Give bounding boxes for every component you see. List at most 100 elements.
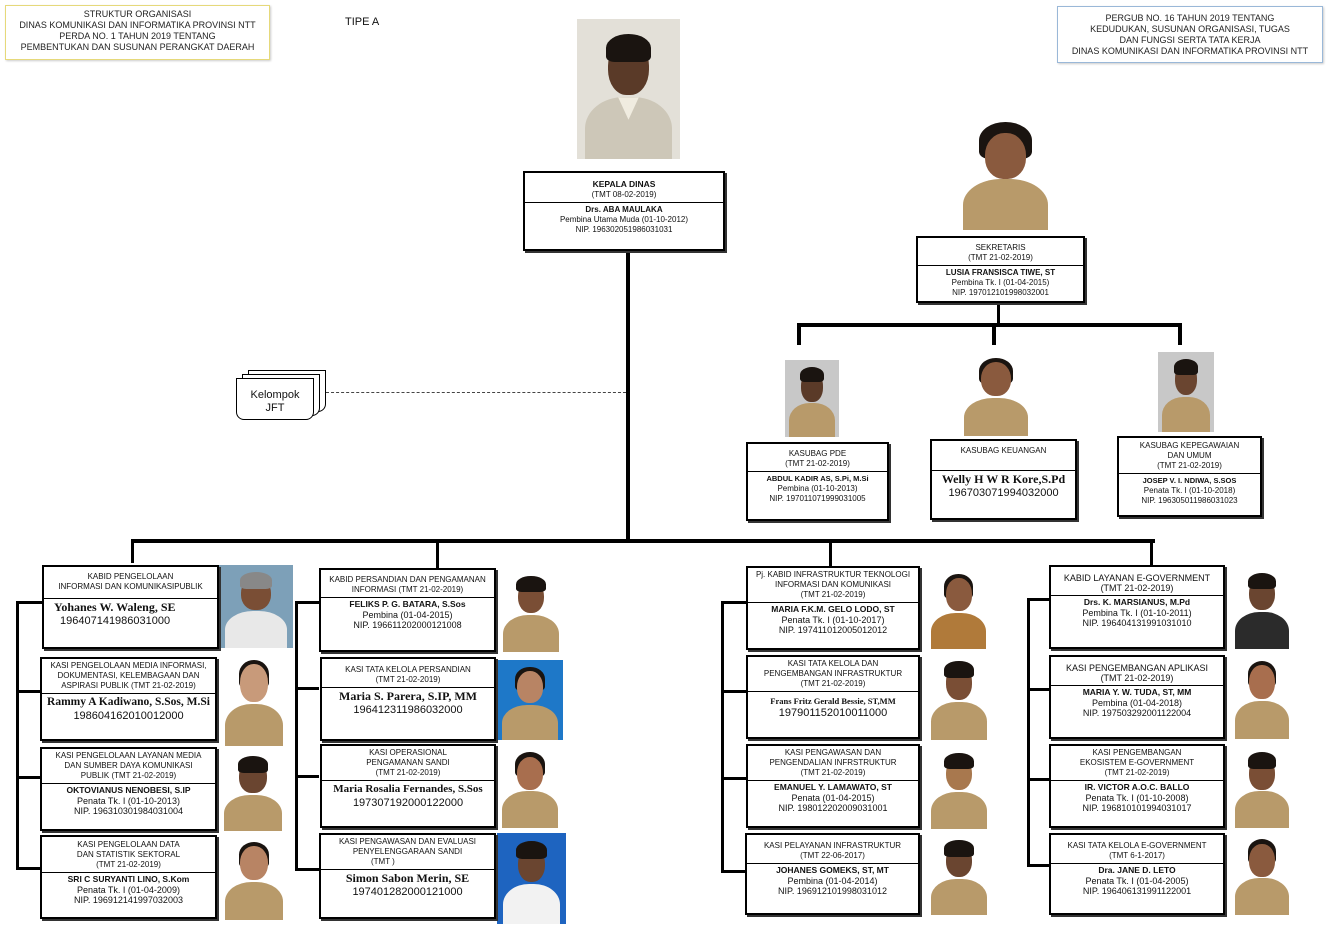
col4-kabid-title-2: (TMT 21-02-2019) <box>1100 583 1174 593</box>
photo-col2-2 <box>497 660 563 740</box>
col4-kasi-2-title-3: (TMT 21-02-2019) <box>1104 768 1170 777</box>
col2-kasi-2-nip: 197307192000122000 <box>352 797 464 809</box>
col3-kasi-3-title: KASI PELAYANAN INFRASTRUKTUR <box>763 841 902 850</box>
col3-kasi-3-name: JOHANES GOMEKS, ST, MT <box>776 865 889 875</box>
photo-col1-2 <box>219 651 289 746</box>
col2-kasi-3-title: KASI PENGAWASAN DAN EVALUASI <box>338 837 477 846</box>
col2-kasi-1-box: KASI TATA KELOLA PERSANDIAN (TMT 21-02-2… <box>320 657 496 741</box>
col1-kasi-1-title: KASI PENGELOLAAN MEDIA INFORMASI, <box>50 661 207 670</box>
col2-kasi-2-title: KASI OPERASIONAL <box>369 748 447 757</box>
photo-kasubag-pde <box>785 360 839 437</box>
photo-col1-1 <box>219 565 293 648</box>
right-note-line-3: DAN FUNGSI SERTA TATA KERJA <box>1119 35 1261 45</box>
sekretaris-name: LUSIA FRANSISCA TIWE, ST <box>945 268 1056 277</box>
col2-kabid-nip: NIP. 196611202000121008 <box>353 620 462 630</box>
col1-kabid-name: Yohanes W. Waleng, SE <box>54 600 176 614</box>
col3-kasi-3-title-2: (TMT 22-06-2017) <box>800 851 865 860</box>
col4-bracket-3 <box>1027 778 1049 781</box>
col3-kasi-1-box: KASI TATA KELOLA DAN PENGEMBANGAN INFRAS… <box>746 655 920 739</box>
kepala-tmt: (TMT 08-02-2019) <box>591 190 657 199</box>
kasubag-kepegawaian-title: KASUBAG KEPEGAWAIAN <box>1139 441 1240 450</box>
col3-kasi-1-title-3: (TMT 21-02-2019) <box>800 679 866 688</box>
right-note-line-1: PERGUB NO. 16 TAHUN 2019 TENTANG <box>1105 13 1275 23</box>
col1-bracket-3 <box>16 776 40 779</box>
kasubag-pde-nip: NIP. 197011071999031005 <box>769 494 866 503</box>
col1-kasi-3-name: SRI C SURYANTI LINO, S.Kom <box>67 874 190 884</box>
col4-kasi-1-title-2: (TMT 21-02-2019) <box>1100 673 1174 683</box>
col4-kasi-3-name: Dra. JANE D. LETO <box>1098 865 1176 875</box>
col3-kasi-2-title-3: (TMT 21-02-2019) <box>800 768 866 777</box>
kasubag-kepegawaian-box: KASUBAG KEPEGAWAIAN DAN UMUM (TMT 21-02-… <box>1117 436 1262 517</box>
main-horizontal-connector <box>131 539 1155 543</box>
col2-kasi-1-name: Maria S. Parera, S.IP, MM <box>339 689 477 703</box>
kasubag-pde-name: ABDUL KADIR AS, S.Pi, M.Si <box>766 474 869 483</box>
photo-col4-4 <box>1230 832 1294 915</box>
kasubag-pde-box: KASUBAG PDE (TMT 21-02-2019) ABDUL KADIR… <box>746 442 889 521</box>
col2-kabid-title: KABID PERSANDIAN DAN PENGAMANAN <box>329 575 486 584</box>
kepala-title: KEPALA DINAS <box>592 179 656 189</box>
col1-kasi-2-title: KASI PENGELOLAAN LAYANAN MEDIA <box>55 751 202 760</box>
col1-kasi-2-title-3: PUBLIK (TMT 21-02-2019) <box>80 771 177 780</box>
col3-kasi-3-box: KASI PELAYANAN INFRASTRUKTUR (TMT 22-06-… <box>745 833 920 915</box>
sekretaris-vertical <box>997 302 1000 326</box>
drop-col1 <box>131 539 134 563</box>
col4-kasi-2-title-2: EKOSISTEM E-GOVERNMENT <box>1079 758 1195 767</box>
col4-bracket-4 <box>1027 864 1049 867</box>
col1-kasi-2-name: OKTOVIANUS NENOBESI, S.IP <box>66 785 191 795</box>
photo-kasubag-keuangan <box>958 350 1034 436</box>
col3-kasi-1-title: KASI TATA KELOLA DAN <box>787 659 879 668</box>
col4-kasi-3-rank: Penata Tk. I (01-04-2005) <box>1085 876 1189 886</box>
col1-bracket-top <box>16 601 42 604</box>
col1-bracket <box>16 601 19 870</box>
subag-drop-2 <box>992 323 996 345</box>
kepala-dinas-box: KEPALA DINAS (TMT 08-02-2019) Drs. ABA M… <box>523 171 725 251</box>
right-note-line-4: DINAS KOMUNIKASI DAN INFORMATIKA PROVINS… <box>1071 46 1309 56</box>
subag-drop-1 <box>797 323 801 345</box>
jft-dashed-link <box>326 392 626 393</box>
col4-kasi-2-box: KASI PENGEMBANGAN EKOSISTEM E-GOVERNMENT… <box>1049 744 1225 828</box>
col3-bracket-2 <box>721 690 746 693</box>
col1-kasi-3-nip: NIP. 196912141997032003 <box>74 895 183 905</box>
col1-kasi-3-title-3: (TMT 21-02-2019) <box>96 860 161 869</box>
col2-kasi-2-name: Maria Rosalia Fernandes, S.Sos <box>333 783 483 795</box>
col2-bracket-3 <box>295 775 319 778</box>
col4-kasi-1-title: KASI PENGEMBANGAN APLIKASI <box>1065 663 1209 673</box>
col2-kasi-1-nip: 196412311986032000 <box>353 704 463 716</box>
col4-kasi-2-nip: NIP. 196810101994031017 <box>1082 803 1192 813</box>
kepala-rank: Pembina Utama Muda (01-10-2012) <box>559 215 689 224</box>
col2-bracket-top <box>295 601 319 604</box>
type-label: TIPE A <box>345 16 380 28</box>
photo-col4-3 <box>1230 745 1294 828</box>
col1-kabid-box: KABID PENGELOLAAN INFORMASI DAN KOMUNIKA… <box>42 565 219 649</box>
drop-col3 <box>829 539 832 567</box>
col1-kasi-3-rank: Penata Tk. I (01-04-2009) <box>77 885 180 895</box>
subag-horizontal <box>797 323 1182 327</box>
col1-kasi-1-box: KASI PENGELOLAAN MEDIA INFORMASI, DOKUME… <box>40 657 217 741</box>
col4-kasi-2-name: IR. VICTOR A.O.C. BALLO <box>1084 782 1190 792</box>
photo-col2-4 <box>497 833 566 924</box>
col3-kasi-1-title-2: PENGEMBANGAN INFRASTRUKTUR <box>763 669 903 678</box>
col2-kabid-box: KABID PERSANDIAN DAN PENGAMANAN INFORMAS… <box>319 568 496 652</box>
col2-kasi-3-box: KASI PENGAWASAN DAN EVALUASI PENYELENGGA… <box>319 833 496 919</box>
col2-kasi-3-name: Simon Sabon Merin, SE <box>345 871 470 885</box>
col3-bracket-4 <box>721 870 746 873</box>
col3-kabid-name: MARIA F.K.M. GELO LODO, ST <box>771 604 895 614</box>
col4-bracket-2 <box>1027 688 1049 691</box>
jft-label-2: JFT <box>265 402 285 414</box>
sekretaris-tmt: (TMT 21-02-2019) <box>968 253 1033 262</box>
kasubag-keuangan-title: KASUBAG KEUANGAN <box>960 446 1047 455</box>
photo-col3-1 <box>926 567 991 649</box>
col3-kasi-3-nip: NIP. 196912101998031012 <box>778 886 887 896</box>
right-note-line-2: KEDUDUKAN, SUSUNAN ORGANISASI, TUGAS <box>1090 24 1290 34</box>
col1-kasi-2-title-2: DAN SUMBER DAYA KOMUNIKASI <box>64 761 193 770</box>
col3-bracket <box>721 601 724 873</box>
col4-kabid-title: KABID LAYANAN E-GOVERNMENT <box>1063 573 1211 583</box>
kasubag-keuangan-name: Welly H W R Kore,S.Pd <box>941 472 1066 486</box>
col4-kasi-2-rank: Penata Tk. I (01-10-2008) <box>1085 793 1189 803</box>
col2-kabid-name: FELIKS P. G. BATARA, S.Sos <box>349 599 466 609</box>
col4-kasi-1-nip: NIP. 197503292001122004 <box>1082 708 1192 718</box>
col2-kasi-3-nip: 197401282000121000 <box>352 886 463 898</box>
photo-col3-4 <box>926 833 992 915</box>
col2-bracket-4 <box>295 868 319 871</box>
kasubag-pde-tmt: (TMT 21-02-2019) <box>785 459 850 468</box>
